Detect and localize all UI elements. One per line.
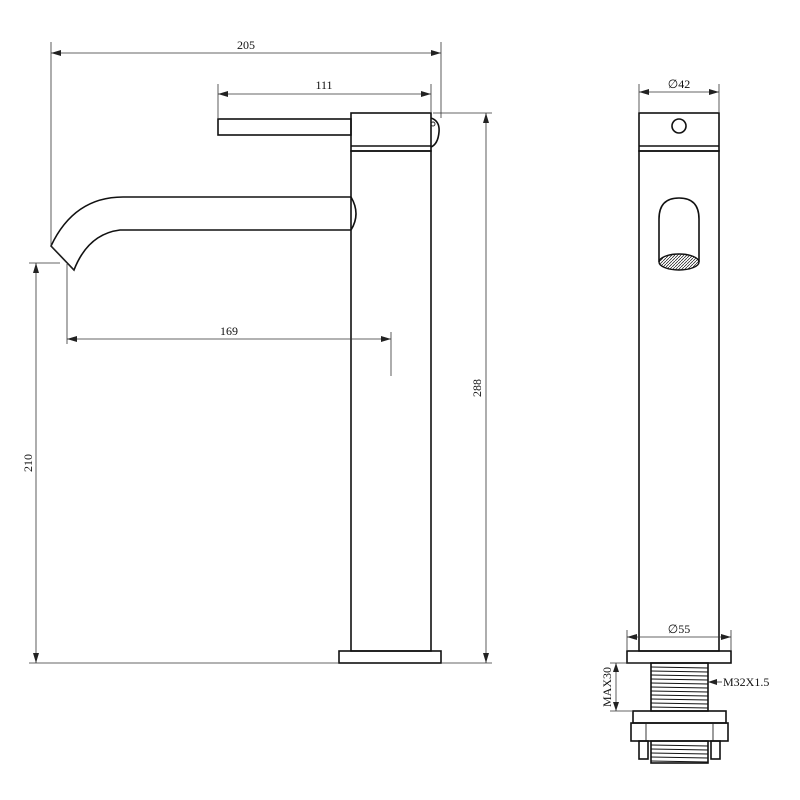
handle-lever — [217, 118, 352, 136]
spout-height-label: 210 — [21, 454, 35, 472]
max-thickness-label: MAX30 — [600, 667, 614, 707]
threaded-shank — [650, 662, 709, 712]
lower-shank — [650, 740, 709, 764]
side-dimensions: ∅42 ∅55 MAX30 M32X1.5 — [600, 77, 769, 712]
handle-reach-label: 111 — [315, 78, 332, 92]
top-diameter-label: ∅42 — [668, 77, 690, 91]
total-height-label: 288 — [470, 379, 484, 397]
front-view — [50, 112, 442, 664]
side-base-plate — [626, 650, 732, 664]
base-diameter-label: ∅55 — [668, 622, 690, 636]
side-body — [638, 150, 720, 652]
aerator — [658, 253, 700, 271]
handle-knob — [430, 117, 440, 148]
thread-size-label: M32X1.5 — [723, 675, 769, 689]
spout — [50, 196, 351, 272]
base-plate — [338, 650, 442, 664]
left-stud — [638, 740, 649, 760]
side-cap — [638, 112, 720, 152]
spout-opening — [658, 197, 700, 262]
spout-reach-label: 169 — [220, 324, 238, 338]
right-stud — [710, 740, 721, 760]
faucet-body — [350, 150, 432, 652]
total-width-label: 205 — [237, 38, 255, 52]
handle-hole — [671, 118, 687, 134]
front-dimensions: 205 111 169 288 210 — [21, 38, 492, 664]
side-view — [626, 112, 732, 764]
mounting-washer — [632, 710, 727, 724]
